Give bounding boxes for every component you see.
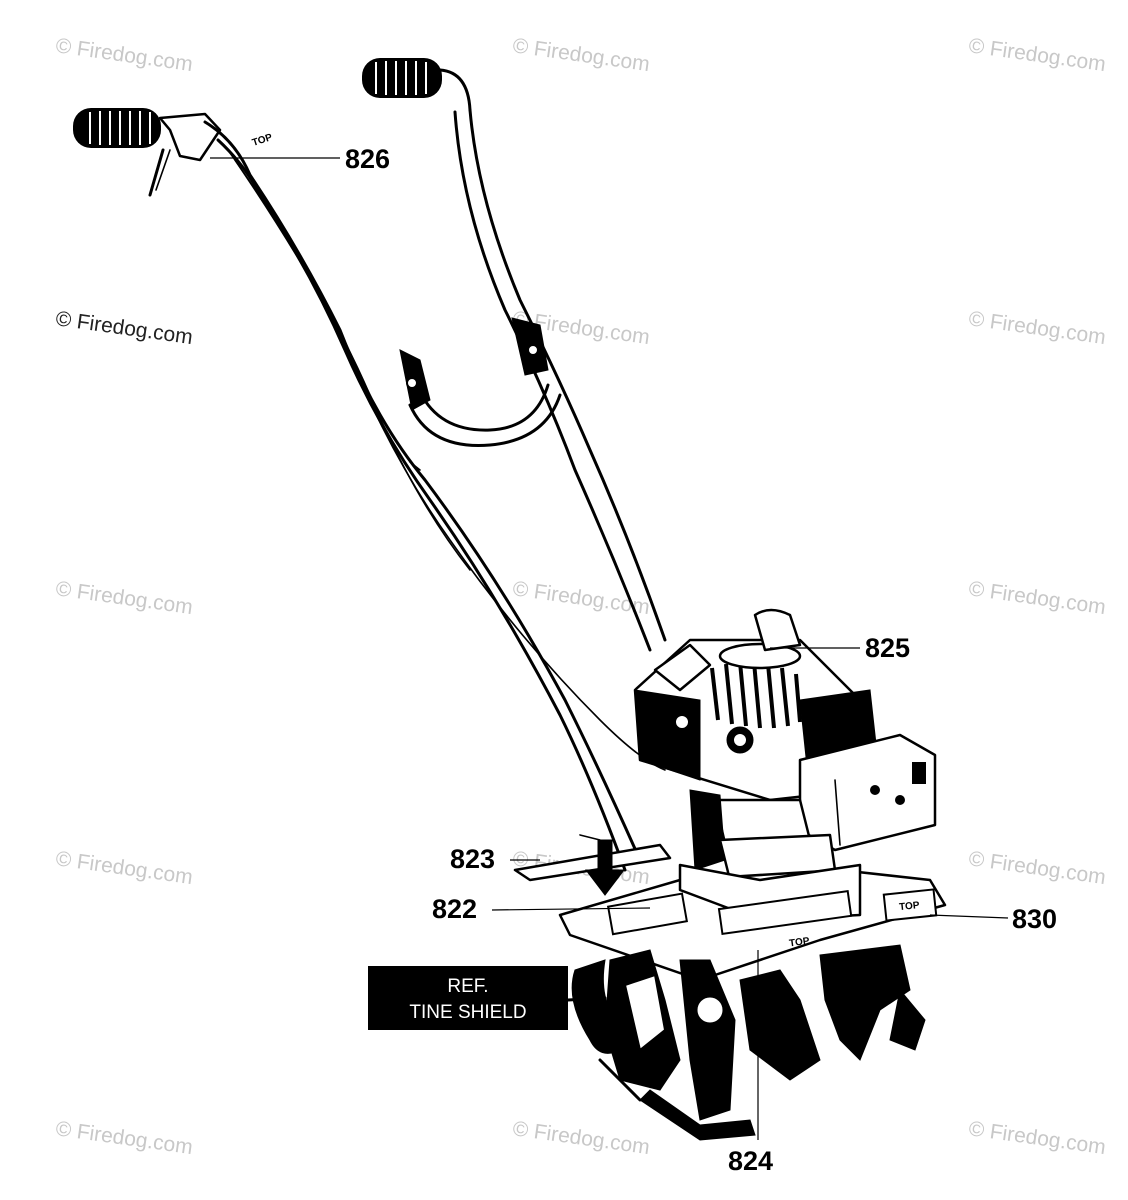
tiller-tines [571,944,926,1141]
callout-number-826: 826 [345,144,390,174]
tiller-illustration: TOP TOP [73,58,947,1141]
ref-tine-shield-box: REF. TINE SHIELD [368,966,607,1030]
decal-top-label: TOP [789,936,811,950]
watermark: © Firedog.com [54,307,194,349]
callout-layer: TOP 826 825 823 822 830 824 [210,132,1057,1176]
callout-number-830: 830 [1012,904,1057,934]
watermark: © Firedog.com [967,577,1107,619]
decal-top-label: TOP [251,132,274,149]
watermark: © Firedog.com [511,34,651,76]
watermark: © Firedog.com [967,307,1107,349]
callout-823: 823 [450,844,540,874]
callout-830: 830 [929,904,1057,934]
transmission-housing [689,789,837,882]
tine-shield: TOP TOP [513,834,947,982]
watermark: © Firedog.com [54,577,194,619]
watermark: © Firedog.com [967,34,1107,76]
callout-number-822: 822 [432,894,477,924]
watermark: © Firedog.com [54,34,194,76]
callout-825: 825 [770,633,910,663]
callout-822: 822 [432,894,651,924]
left-handlebar-tube [203,120,666,872]
ref-box-line1: REF. [447,976,488,997]
left-handle-grip [73,108,222,197]
callout-number-824: 824 [728,1146,773,1176]
callout-824: 824 [728,950,773,1176]
watermark: © Firedog.com [967,1117,1107,1159]
ref-box-line2: TINE SHIELD [409,1002,526,1023]
watermark: © Firedog.com [54,1117,194,1159]
right-handlebar-tube [453,108,667,652]
watermark: © Firedog.com [967,847,1107,889]
decal-top-label: TOP [899,900,921,913]
watermark: © Firedog.com [54,847,194,889]
handlebar-crossbar [399,317,562,471]
right-handle-grip [362,58,472,112]
callout-number-823: 823 [450,844,495,874]
watermark: © Firedog.com [511,1117,651,1159]
callout-number-825: 825 [865,633,910,663]
